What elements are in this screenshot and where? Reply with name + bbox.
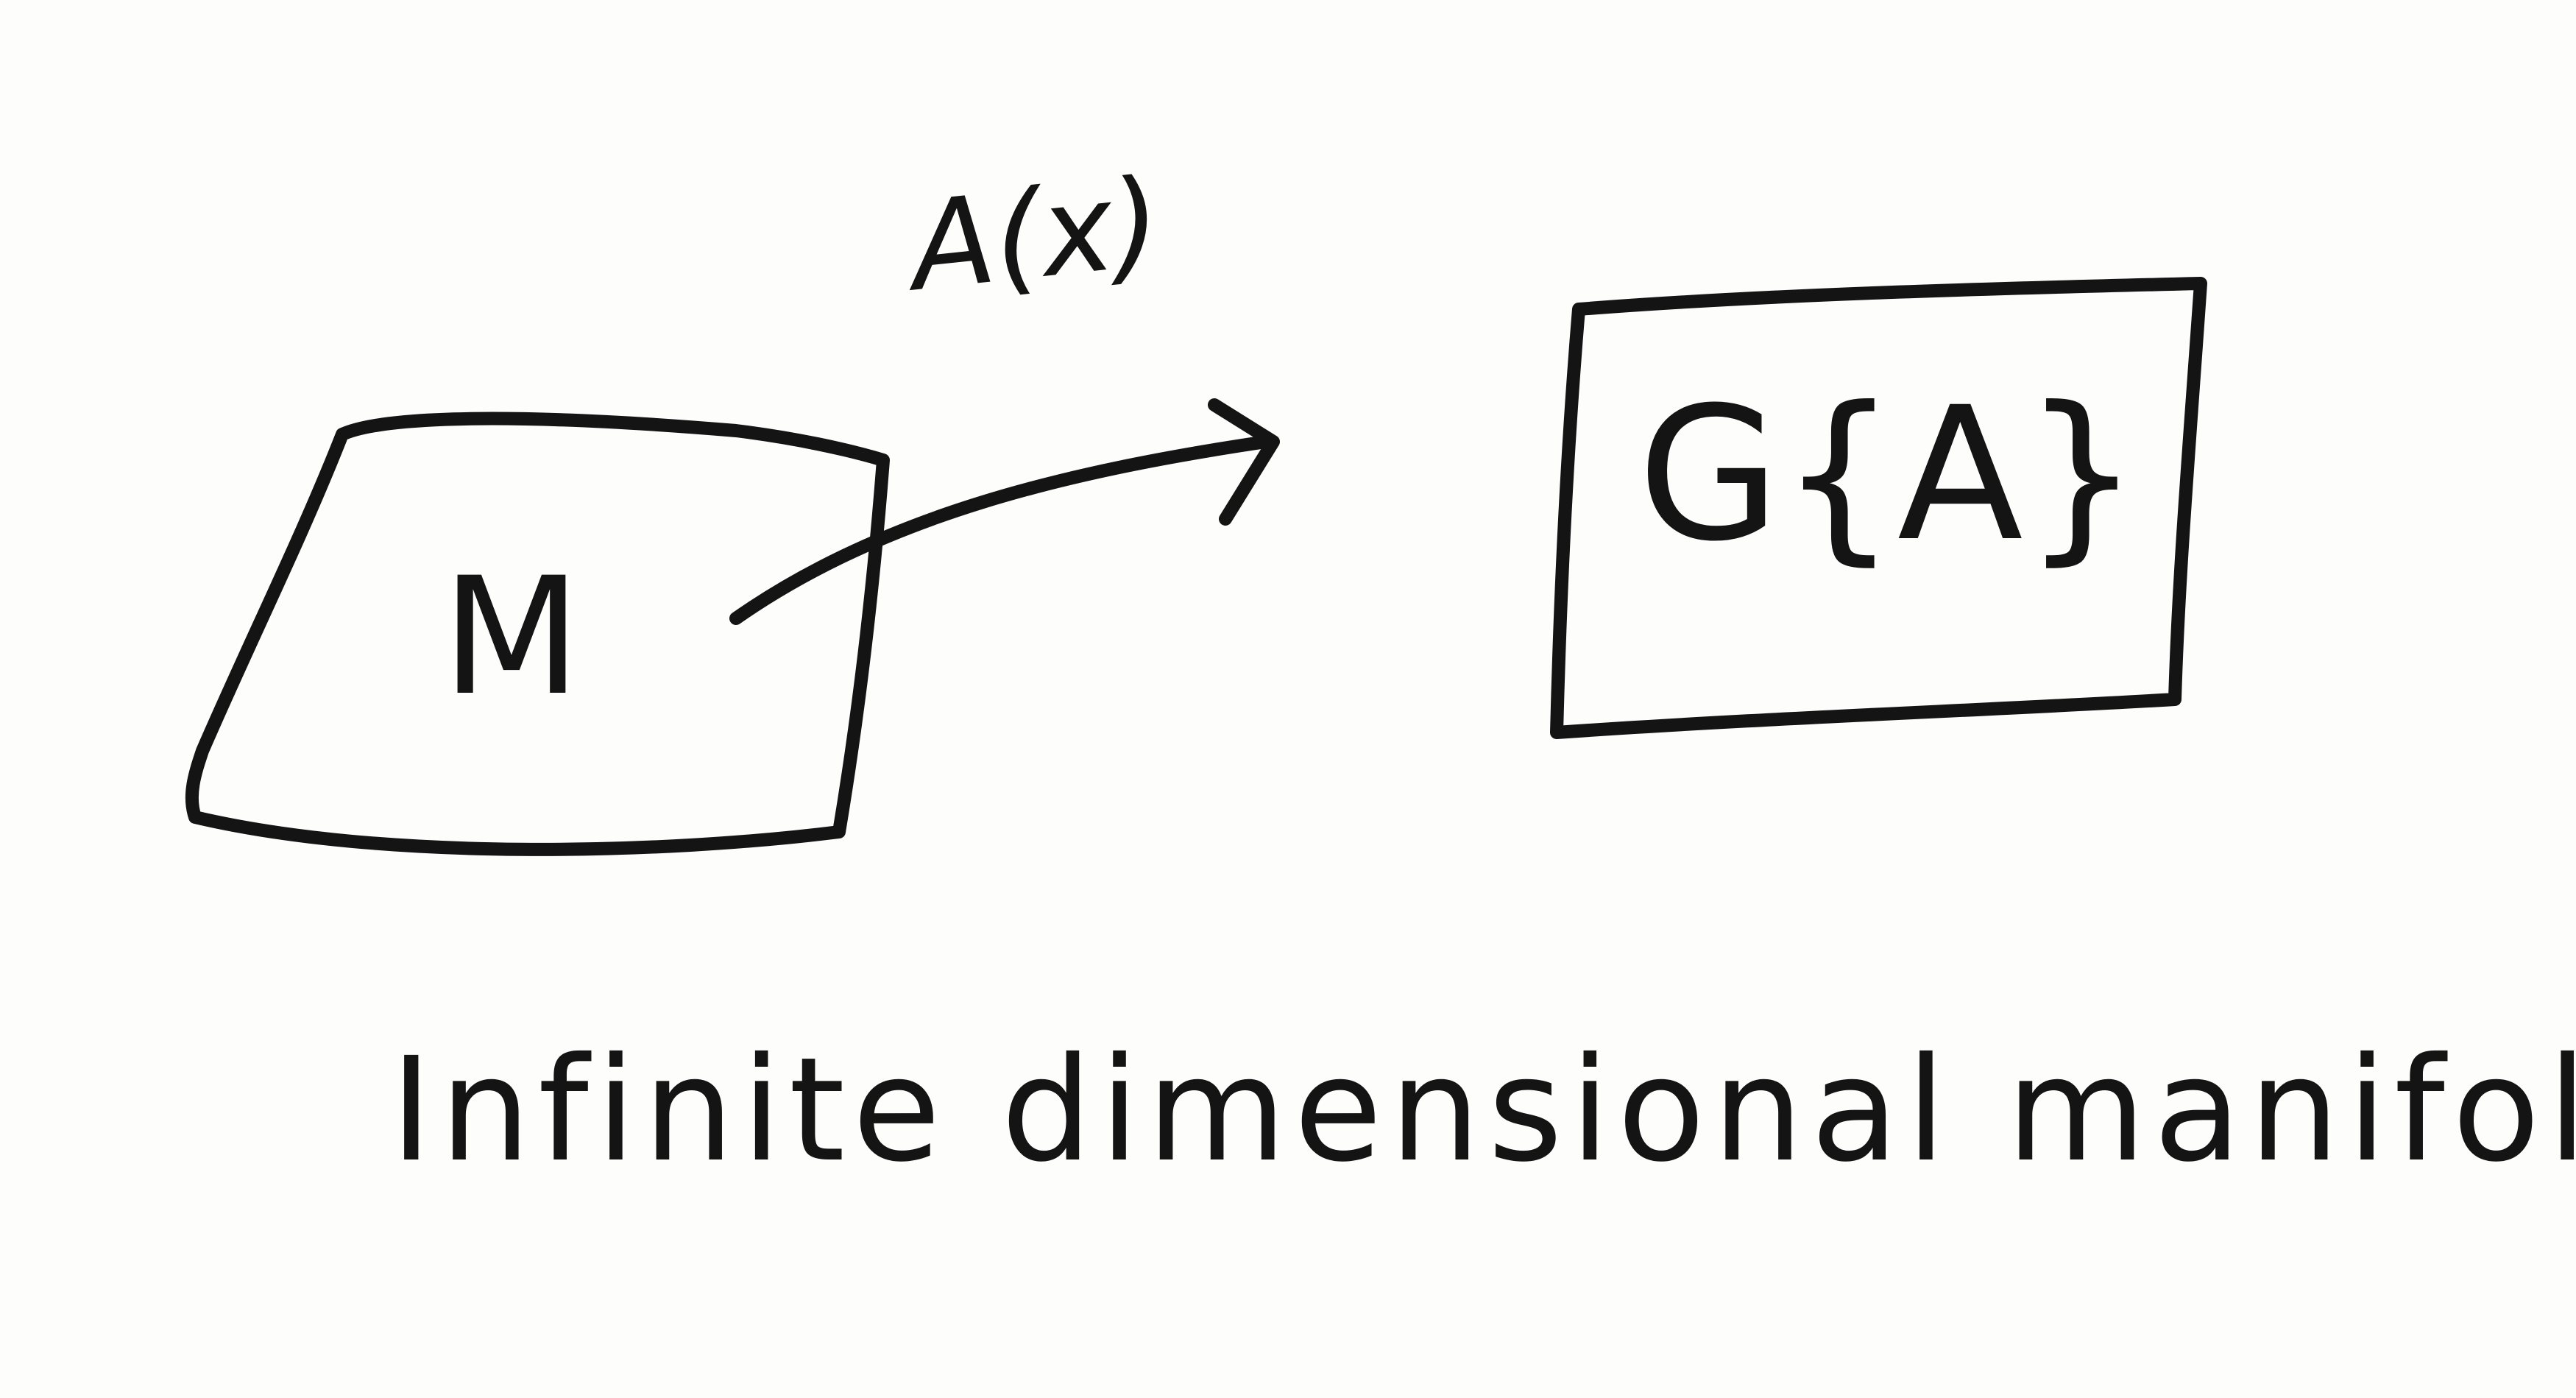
- map-arrow-head: [1208, 398, 1280, 526]
- target-space-label: G{A}: [1638, 367, 2140, 582]
- target-space-shape: [1550, 277, 2207, 739]
- map-arrow: [729, 435, 1273, 625]
- source-manifold-shape: [185, 412, 890, 856]
- map-label: A(x): [904, 151, 1168, 319]
- source-manifold-label: M: [442, 543, 586, 731]
- caption: Infinite dimensional manifold: [390, 1026, 2576, 1193]
